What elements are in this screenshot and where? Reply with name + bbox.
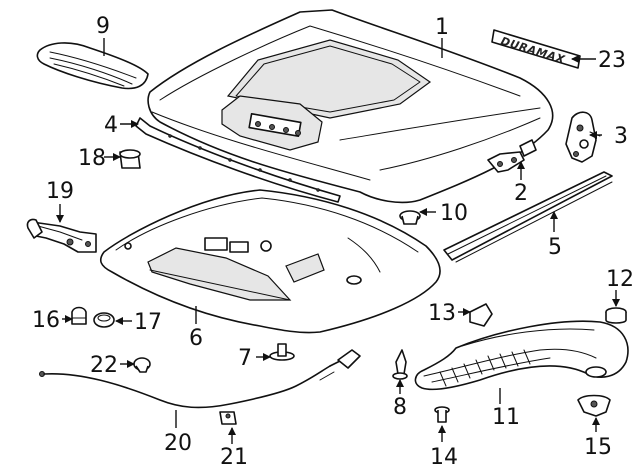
callout-21: 21 <box>220 445 248 470</box>
hood-vent-part <box>36 42 149 90</box>
hood-seal-part <box>135 117 341 203</box>
deflector-part <box>414 320 629 391</box>
callout-16: 16 <box>32 308 60 333</box>
pushpin-8-part <box>392 349 408 380</box>
callout-18: 18 <box>78 146 106 171</box>
callout-13: 13 <box>428 301 456 326</box>
hinge-3-part <box>565 111 601 163</box>
leader-lines <box>56 38 620 444</box>
clip-16-part <box>71 306 87 325</box>
callout-10: 10 <box>440 201 468 226</box>
callout-23: 23 <box>598 48 626 73</box>
hinge-19-part <box>26 218 97 253</box>
side-seal-part <box>443 171 613 263</box>
clip-21-part <box>219 411 237 425</box>
bracket-13-part <box>469 303 493 327</box>
callout-4: 4 <box>104 113 118 138</box>
clip-18-part <box>119 149 141 169</box>
pushpin-7-part <box>269 343 295 361</box>
hood-insulator-part <box>99 189 441 334</box>
latch-bracket-part <box>487 139 537 173</box>
bracket-15-part <box>577 394 611 417</box>
callout-9: 9 <box>96 14 110 39</box>
bolt-14-part <box>434 406 450 423</box>
callout-8: 8 <box>393 395 407 420</box>
callout-3: 3 <box>614 124 628 149</box>
duramax-emblem-part: DURAMAX <box>491 29 581 69</box>
callout-15: 15 <box>584 435 612 460</box>
grommet-10-part <box>399 210 421 225</box>
callout-11: 11 <box>492 405 520 430</box>
release-cable-part <box>39 349 361 409</box>
callout-12: 12 <box>606 267 634 292</box>
callout-17: 17 <box>134 310 162 335</box>
callout-6: 6 <box>189 326 203 351</box>
callout-2: 2 <box>514 181 528 206</box>
bumper-12-part <box>605 307 627 324</box>
callout-7: 7 <box>238 346 252 371</box>
callout-14: 14 <box>430 445 458 470</box>
emblem-text: DURAMAX <box>499 34 566 66</box>
clip-22-part <box>133 357 151 373</box>
grommet-17-part <box>93 312 115 328</box>
callout-20: 20 <box>164 431 192 456</box>
callout-5: 5 <box>548 235 562 260</box>
callout-22: 22 <box>90 353 118 378</box>
hood-part <box>147 9 554 204</box>
callouts: 9 1 23 3 4 18 2 19 10 5 6 12 13 16 17 7 … <box>32 14 634 470</box>
callout-19: 19 <box>46 179 74 204</box>
callout-1: 1 <box>435 15 449 40</box>
